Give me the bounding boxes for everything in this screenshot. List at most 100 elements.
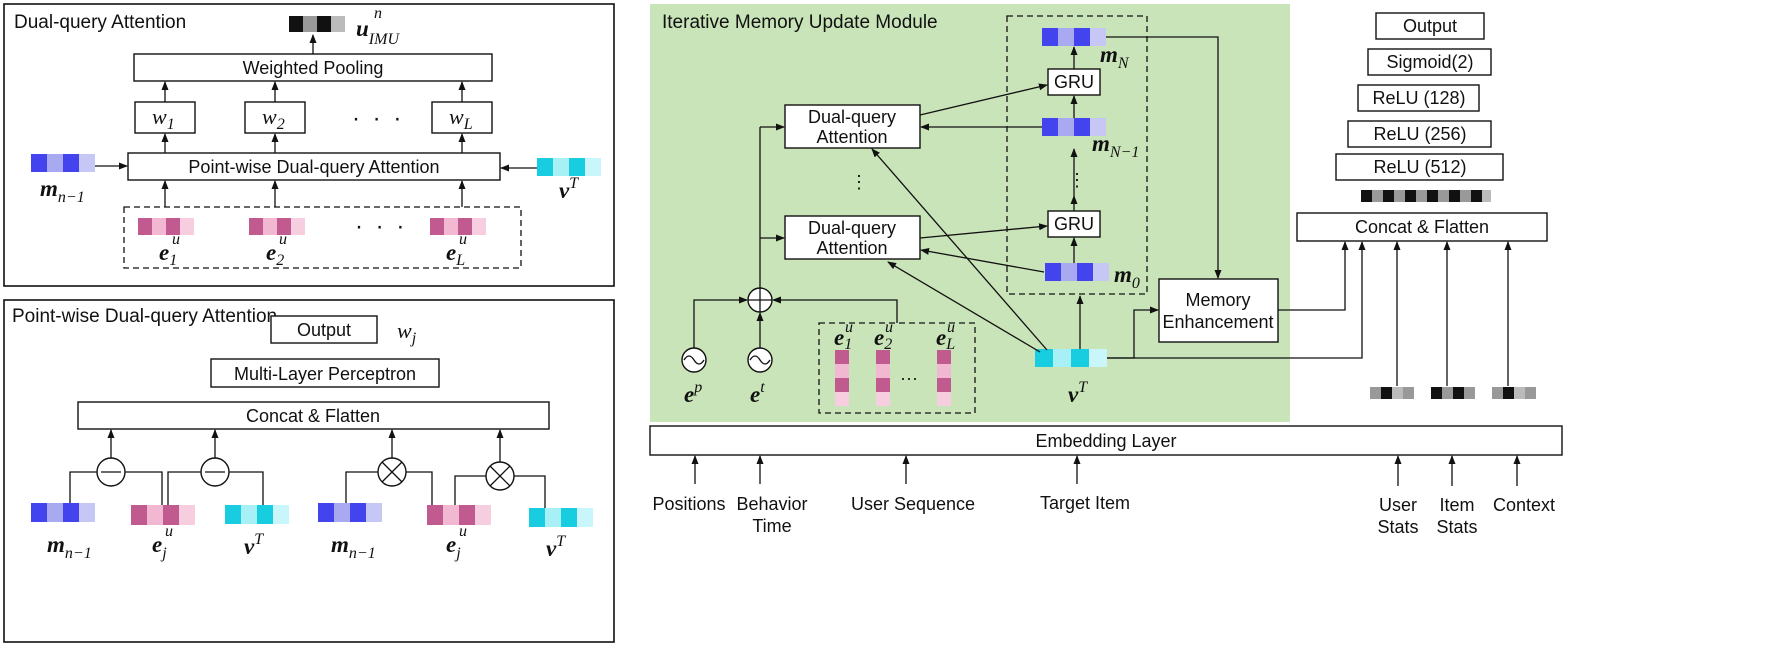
subtract-operator-1 (96, 457, 126, 487)
pw-behavior-block-1 (131, 505, 195, 525)
seq-e2-sup: u (885, 319, 893, 336)
weight-L-label: wL (449, 104, 473, 133)
sigmoid-box (1367, 48, 1492, 76)
relu-256-box (1347, 120, 1492, 148)
e1u-sup: u (172, 231, 180, 248)
behavior-sequence-group (123, 206, 522, 269)
panel-title: Dual-query Attention (14, 12, 186, 33)
dqa-top-box (784, 104, 921, 149)
pointwise-dqa-label: Point-wise Dual-query Attention (188, 157, 439, 177)
dqa-top-line1: Dual-query (808, 107, 896, 127)
input-behavior-time-2: Time (752, 516, 791, 536)
seq-column-1 (835, 350, 849, 406)
mlp-concat-label: Concat & Flatten (1355, 217, 1489, 237)
behavior-ellipsis: · · · (355, 213, 407, 240)
input-item-stats-1: Item (1439, 495, 1474, 515)
pw-behavior-block-2 (427, 505, 491, 525)
weight-box-1 (134, 101, 196, 134)
seq-e1-sup: u (845, 319, 853, 336)
pw-v-label-2: vT (546, 533, 566, 561)
seq-eL-label: eL (936, 325, 955, 353)
seq-column-L (937, 350, 951, 406)
ep-label: ep (684, 379, 702, 407)
multiply-operator-1 (377, 457, 407, 487)
input-user-stats-2: Stats (1377, 517, 1418, 537)
memory-block-m-N-1 (1042, 118, 1106, 136)
pw-target-block-2 (529, 508, 593, 527)
memory-enhancement-line2: Enhancement (1162, 312, 1273, 332)
mlp-concat-box (1296, 212, 1548, 242)
multiply-operator-2 (485, 461, 515, 491)
pw-m-label-1: mn−1 (47, 532, 92, 562)
u-imu-sup: n (374, 5, 382, 22)
gru-top-label: GRU (1054, 72, 1094, 92)
pw-target-block-1 (225, 505, 289, 524)
et-label: et (750, 379, 765, 407)
seq-e1-label: e1 (834, 325, 852, 353)
mlp-output-label: Output (1403, 16, 1457, 36)
dqa-top-line2: Attention (816, 127, 887, 147)
panel-title-2: Point-wise Dual-query Attention (12, 306, 277, 327)
dqa-vdots: ⋮ (850, 172, 868, 192)
memory-enhancement-box (1158, 278, 1279, 343)
relu-256-label: ReLU (256) (1373, 124, 1466, 144)
eLu-label: eL (446, 240, 465, 269)
gru-top-box (1047, 68, 1101, 96)
relu-128-label: ReLU (128) (1372, 88, 1465, 108)
input-behavior-time-1: Behavior (736, 494, 807, 514)
e2u-label: e2 (266, 240, 284, 269)
memory-column (1006, 15, 1148, 295)
e2u-sup: u (279, 231, 287, 248)
u-imu-label: uIMU (356, 16, 400, 48)
memory-enhancement-line1: Memory (1185, 290, 1250, 310)
u-imu-output-block (289, 16, 345, 32)
pw-output-label: Output (297, 320, 351, 340)
pw-m-label-2: mn−1 (331, 532, 376, 562)
behavior-block-1 (138, 218, 194, 235)
seq-eL-sup: u (947, 319, 955, 336)
pw-e-label-2: ej (446, 532, 461, 562)
weighted-pooling-label: Weighted Pooling (243, 58, 384, 78)
pw-output-box (270, 315, 378, 344)
memory-block-m-0 (1045, 263, 1109, 281)
dqa-bottom-box (784, 215, 921, 260)
target-block-vT (537, 158, 601, 176)
pw-e-sup-1: u (165, 523, 173, 540)
pw-memory-block-1 (31, 503, 95, 522)
mlp-stack: Output Sigmoid(2) ReLU (128) ReLU (256) … (1296, 12, 1548, 399)
pw-memory-block-2 (318, 503, 382, 522)
vT-label: vT (559, 175, 579, 203)
pointwise-dqa-box (127, 152, 501, 181)
context-block (1492, 387, 1536, 399)
weight-1-label: w1 (152, 104, 175, 133)
seq-column-2 (876, 350, 890, 406)
m-N-1-label: mN−1 (1092, 131, 1139, 161)
mlp-output-box (1375, 12, 1485, 40)
item-stats-block (1431, 387, 1475, 399)
input-item-stats-2: Stats (1436, 517, 1477, 537)
weight-2-label: w2 (262, 104, 285, 133)
input-target-item: Target Item (1040, 493, 1130, 513)
m-n-1-label: mn−1 (40, 176, 85, 206)
weights-ellipsis: · · · (352, 105, 404, 132)
pw-e-sup-2: u (459, 523, 467, 540)
subtract-operator-2 (200, 457, 230, 487)
seq-e2-label: e2 (874, 325, 892, 353)
wj-label: wj (397, 318, 417, 347)
dual-query-attention-panel: Dual-query Attention uIMU n Weighted Poo… (3, 3, 615, 287)
m-N-label: mN (1100, 42, 1130, 72)
gru-bottom-box (1047, 210, 1101, 238)
imu-vT-label: vT (1068, 379, 1088, 407)
embedding-layer-box (649, 425, 1563, 456)
input-positions: Positions (652, 494, 725, 514)
m-0-label: m0 (1114, 262, 1140, 292)
embedding-layer-label: Embedding Layer (1035, 431, 1176, 451)
iterative-memory-update-module: Iterative Memory Update Module mN GRU mN… (650, 4, 1290, 422)
sigmoid-label: Sigmoid(2) (1386, 52, 1473, 72)
imu-target-block-vT (1035, 349, 1107, 367)
relu-512-label: ReLU (512) (1373, 157, 1466, 177)
input-user-stats-1: User (1379, 495, 1417, 515)
gru-bottom-label: GRU (1054, 214, 1094, 234)
flattened-vector (1361, 190, 1491, 202)
